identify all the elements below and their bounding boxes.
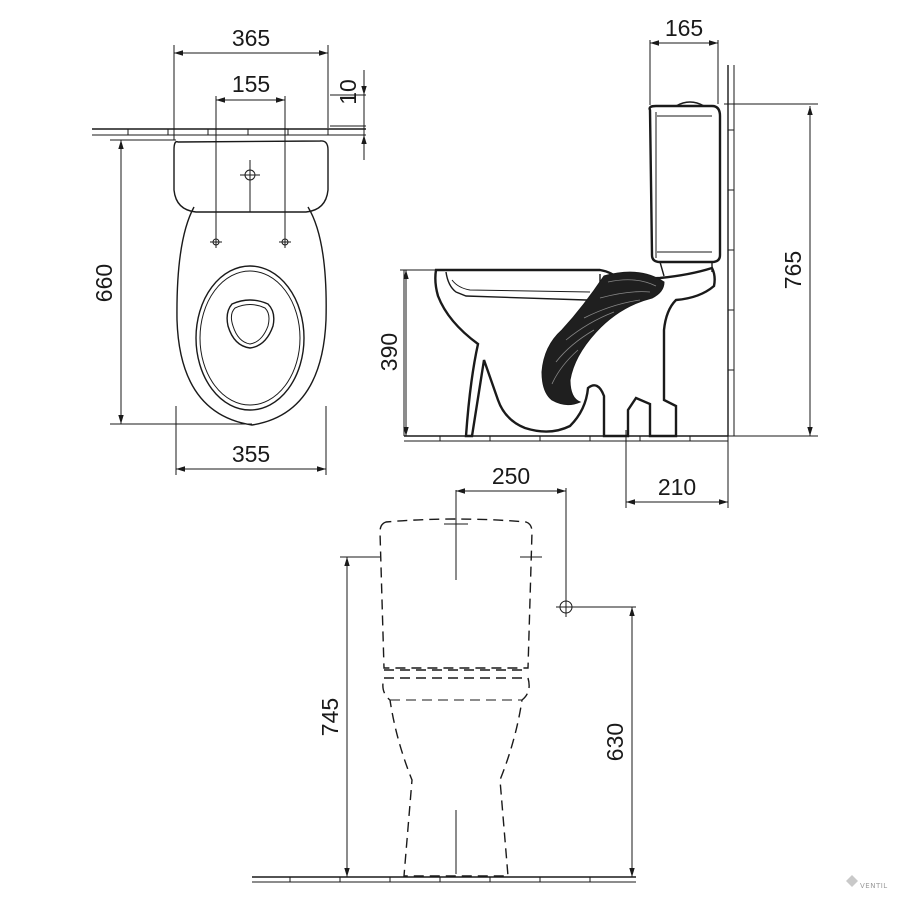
- dim-label-765: 765: [780, 251, 806, 289]
- front-view: 250 745 630: [252, 463, 636, 883]
- svg-text:VENTIL: VENTIL: [860, 882, 888, 890]
- dim-label-660: 660: [91, 264, 117, 302]
- bolt-hole-left: [210, 236, 222, 248]
- front-view-floor: [252, 876, 636, 883]
- dim-label-390: 390: [376, 333, 402, 371]
- front-view-bowl: [382, 677, 530, 877]
- top-view: 365 155 10 660 355: [91, 25, 367, 475]
- side-view-flush-button: [675, 101, 705, 107]
- dim-label-165: 165: [665, 15, 703, 41]
- top-view-seat-opening: [226, 299, 275, 349]
- side-view-floor: [404, 435, 728, 442]
- dim-label-10: 10: [335, 79, 361, 105]
- side-view: 165 765 390 210: [376, 15, 818, 508]
- top-view-tank: [173, 140, 329, 213]
- top-view-seat: [195, 265, 305, 411]
- dim-label-365: 365: [232, 25, 270, 51]
- dim-label-355: 355: [232, 441, 270, 467]
- water-inlet-symbol: [556, 597, 576, 617]
- top-view-wall: [92, 128, 366, 136]
- dim-label-210: 210: [658, 474, 696, 500]
- side-view-siphon: [541, 271, 665, 406]
- dim-label-250: 250: [492, 463, 530, 489]
- dim-label-630: 630: [602, 723, 628, 761]
- dim-label-745: 745: [317, 698, 343, 736]
- top-view-bowl: [176, 206, 327, 426]
- front-view-tank: [379, 518, 533, 669]
- side-view-tank: [648, 104, 722, 264]
- side-view-wall: [727, 65, 735, 436]
- bolt-hole-right: [279, 236, 291, 248]
- watermark-logo: VENTIL: [846, 875, 888, 890]
- dim-label-155: 155: [232, 71, 270, 97]
